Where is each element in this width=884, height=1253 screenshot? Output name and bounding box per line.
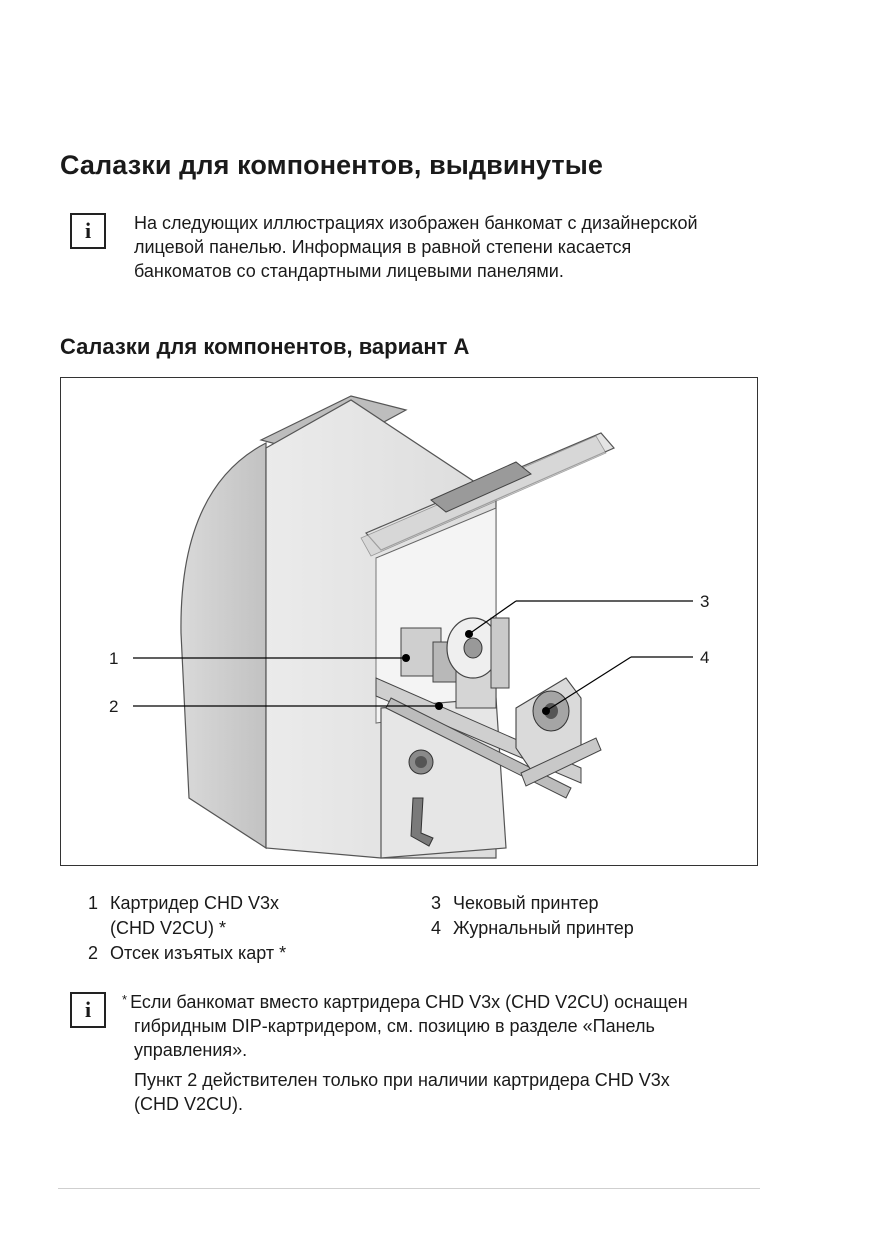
- legend-num: 4: [431, 918, 442, 938]
- legend-item: 2 Отсек изъятых карт *: [88, 941, 286, 966]
- legend-num: 1: [88, 893, 99, 913]
- footnote-line: (CHD V2CU).: [134, 1094, 244, 1114]
- section-title: Салазки для компонентов, вариант А: [60, 334, 470, 359]
- footnote-line: гибридным DIP-картридером, см. позицию в…: [134, 1016, 655, 1036]
- callout-1: 1: [109, 649, 119, 668]
- legend-item: 4 Журнальный принтер: [431, 916, 634, 941]
- legend-left: 1 Картридер CHD V3x (CHD V2CU) * 2 Отсек…: [88, 891, 286, 966]
- legend-right: 3 Чековый принтер 4 Журнальный принтер: [431, 891, 634, 941]
- atm-drawing: [133, 395, 693, 859]
- callout-2: 2: [109, 697, 119, 716]
- footnote-line: Пункт 2 действителен только при наличии …: [134, 1070, 670, 1090]
- legend-item: 3 Чековый принтер: [431, 891, 634, 916]
- asterisk: *: [122, 992, 128, 1007]
- legend-num: 3: [431, 893, 442, 913]
- footnote-line: управления».: [134, 1040, 248, 1060]
- page-title: Салазки для компонентов, выдвинутые: [60, 150, 604, 180]
- legend-item: 1 Картридер CHD V3x (CHD V2CU) *: [88, 891, 286, 941]
- footnote: *Если банкомат вместо картридера CHD V3x…: [122, 990, 688, 1116]
- callout-3: 3: [700, 592, 710, 611]
- legend-label: (CHD V2CU) *: [110, 918, 227, 938]
- atm-illustration: 1 2 3 4: [60, 377, 758, 866]
- note-line: На следующих иллюстрациях изображен банк…: [134, 213, 698, 233]
- info-icon: i: [70, 992, 106, 1028]
- note-line: банкоматов со стандартными лицевыми пане…: [134, 261, 564, 281]
- legend-label: Отсек изъятых карт *: [110, 943, 287, 963]
- legend-num: 2: [88, 943, 99, 963]
- legend-label: Картридер CHD V3x: [110, 893, 279, 913]
- callout-4: 4: [700, 648, 710, 667]
- footnote-line: Если банкомат вместо картридера CHD V3x …: [130, 992, 688, 1012]
- footer-divider: [58, 1188, 760, 1189]
- legend-label: Журнальный принтер: [453, 918, 634, 938]
- legend-label: Чековый принтер: [453, 893, 599, 913]
- info-icon: i: [70, 213, 106, 249]
- note-line: лицевой панелью. Информация в равной сте…: [134, 237, 632, 257]
- info-note: На следующих иллюстрациях изображен банк…: [134, 211, 698, 283]
